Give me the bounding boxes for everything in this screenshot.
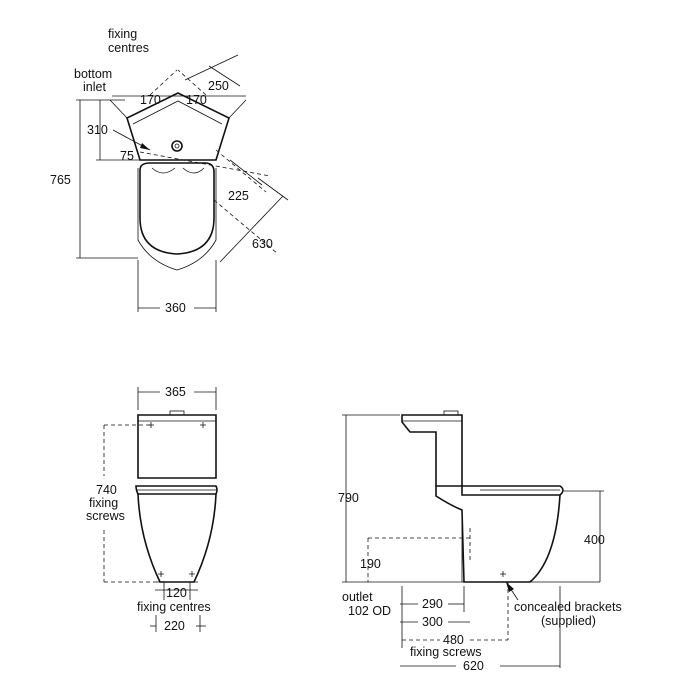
front-cistern (137, 414, 217, 479)
dim-190: 190 (360, 557, 381, 571)
bottom-inlet-icon (171, 140, 183, 152)
label-fixing-centres-front: fixing centres (137, 600, 211, 614)
dim-225: 225 (228, 189, 249, 203)
dim-120: 120 (166, 586, 187, 600)
label-concealed-brackets: concealed brackets(supplied) (514, 600, 622, 628)
dim-765: 765 (50, 173, 71, 187)
plan-seat (139, 162, 215, 255)
dim-170-right: 170 (186, 93, 207, 107)
dim-250: 250 (208, 79, 229, 93)
side-cistern (401, 414, 463, 487)
side-pan (435, 486, 561, 583)
dim-75: 75 (120, 149, 134, 163)
dim-220: 220 (164, 619, 185, 633)
dim-630: 630 (252, 237, 273, 251)
dim-300: 300 (422, 615, 443, 629)
dim-310: 310 (87, 123, 108, 137)
plan-cistern (126, 92, 230, 161)
dim-365: 365 (165, 385, 186, 399)
dim-400: 400 (584, 533, 605, 547)
dim-790: 790 (338, 491, 359, 505)
dim-170-left: 170 (140, 93, 161, 107)
dim-620: 620 (463, 659, 484, 673)
front-pan (137, 493, 217, 583)
dim-290: 290 (422, 597, 443, 611)
label-fixing-screws: fixing screws (410, 645, 482, 659)
dim-360: 360 (165, 301, 186, 315)
dim-480: 480 (443, 633, 464, 647)
